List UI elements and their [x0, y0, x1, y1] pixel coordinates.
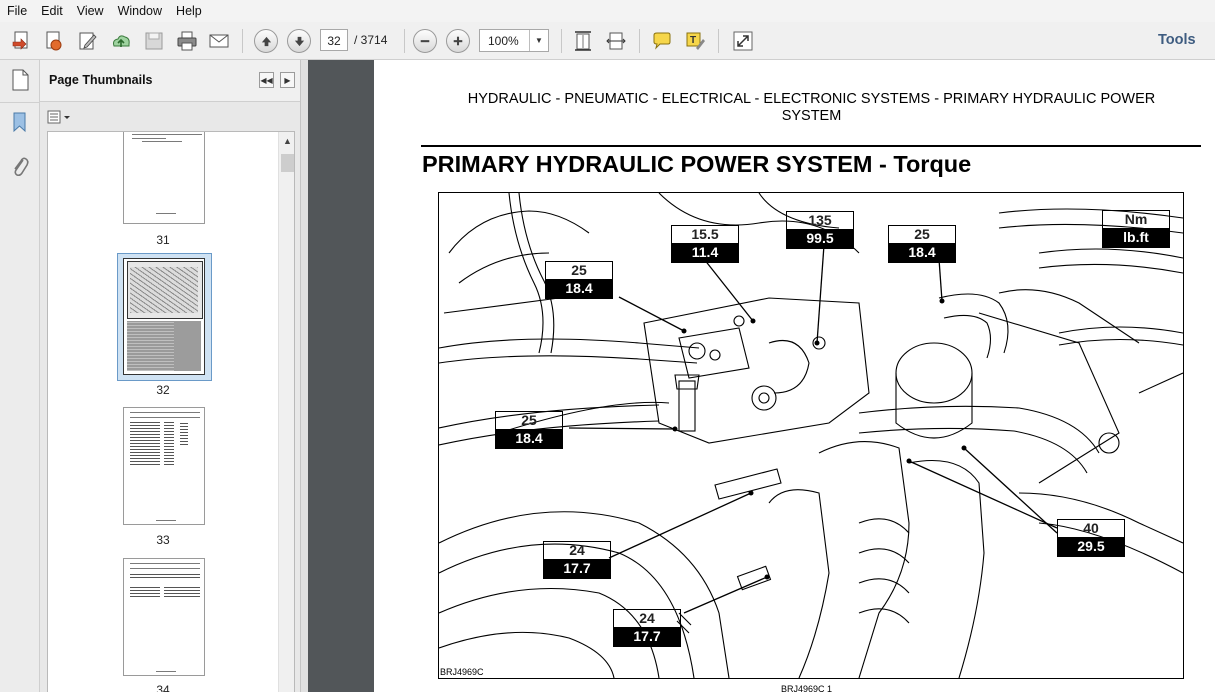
expand-icon[interactable]	[730, 28, 756, 54]
torque-label: 25 18.4	[888, 225, 956, 263]
document-background	[308, 60, 374, 692]
toolbar: 32 / 3714 100% ▼ T Tools	[0, 22, 1215, 60]
torque-nm: 24	[639, 610, 655, 626]
torque-nm: 40	[1083, 520, 1099, 536]
toolbar-separator	[561, 29, 562, 53]
options-menu-button[interactable]	[47, 108, 75, 126]
page-number-input[interactable]: 32	[320, 29, 348, 51]
thumbnail-scrollbar[interactable]: ▲	[278, 132, 294, 692]
torque-label: 24 17.7	[613, 609, 681, 647]
legend-lbft: lb.ft	[1103, 228, 1169, 247]
toolbar-separator	[404, 29, 405, 53]
edit-icon[interactable]	[75, 28, 101, 54]
torque-nm: 135	[808, 212, 832, 228]
tools-link[interactable]: Tools	[1158, 32, 1196, 48]
pdf-page: HYDRAULIC - PNEUMATIC - ELECTRICAL - ELE…	[374, 60, 1215, 694]
comment-icon[interactable]	[649, 28, 675, 54]
toolbar-separator	[242, 29, 243, 53]
thumbnail-page-31[interactable]	[123, 132, 205, 224]
thumbnails-panel: Page Thumbnails ◀◀ ▶ 31 32	[40, 60, 300, 692]
page-total: / 3714	[354, 33, 388, 47]
next-page-icon[interactable]	[287, 29, 311, 53]
menu-file[interactable]: File	[7, 4, 28, 18]
torque-lbft: 18.4	[889, 243, 955, 262]
page-header: HYDRAULIC - PNEUMATIC - ELECTRICAL - ELE…	[467, 91, 1156, 124]
thumbnail-list[interactable]: 31 32 33 34	[47, 131, 295, 692]
torque-label: 15.5 11.4	[671, 225, 739, 263]
menu-view[interactable]: View	[76, 4, 104, 18]
thumbnail-page-32[interactable]	[123, 258, 205, 375]
torque-label: 135 99.5	[786, 211, 854, 249]
thumbnail-label: 31	[156, 233, 170, 247]
torque-nm: 24	[569, 542, 585, 558]
save-icon[interactable]	[141, 28, 167, 54]
page-footer: BRJ4969C 1	[781, 684, 833, 694]
zoom-out-icon[interactable]	[413, 29, 437, 53]
menu-window[interactable]: Window	[117, 4, 163, 18]
create-pdf-icon[interactable]	[9, 28, 35, 54]
torque-lbft: 29.5	[1058, 537, 1124, 556]
menu-edit[interactable]: Edit	[41, 4, 63, 18]
torque-lbft: 17.7	[614, 627, 680, 646]
thumbnail-label: 32	[156, 383, 170, 397]
thumbnail-label: 34	[156, 683, 170, 692]
torque-nm: 25	[914, 226, 930, 242]
highlight-icon[interactable]: T	[682, 28, 708, 54]
page-title: PRIMARY HYDRAULIC POWER SYSTEM - Torque	[422, 151, 972, 177]
fit-width-icon[interactable]	[603, 28, 629, 54]
torque-label: 25 18.4	[495, 411, 563, 449]
svg-text:T: T	[690, 35, 696, 46]
torque-lbft: 11.4	[672, 243, 738, 262]
fit-page-icon[interactable]	[570, 28, 596, 54]
torque-diagram: Nm lb.ft 15.5 11.4 135 99.5 25 18.4 25 1…	[438, 192, 1184, 679]
scrollbar-thumb[interactable]	[281, 154, 294, 172]
expand-panel-icon[interactable]: ▶	[280, 72, 295, 88]
engine-line-drawing	[439, 193, 1183, 678]
figure-id: BRJ4969C	[440, 667, 484, 677]
torque-nm: 15.5	[691, 226, 719, 242]
thumbnail-label: 33	[156, 533, 170, 547]
torque-lbft: 17.7	[544, 559, 610, 578]
torque-label: 24 17.7	[543, 541, 611, 579]
toolbar-separator	[718, 29, 719, 53]
torque-lbft: 18.4	[546, 279, 612, 298]
torque-nm: 25	[571, 262, 587, 278]
print-icon[interactable]	[174, 28, 200, 54]
legend-nm: Nm	[1124, 211, 1148, 227]
toolbar-separator	[639, 29, 640, 53]
header-rule	[421, 145, 1201, 147]
collapse-panel-icon[interactable]: ◀◀	[259, 72, 274, 88]
menu-bar: File Edit View Window Help	[0, 0, 1215, 22]
panel-splitter[interactable]	[300, 60, 308, 692]
email-icon[interactable]	[206, 28, 232, 54]
menu-help[interactable]: Help	[176, 4, 202, 18]
scroll-up-icon[interactable]: ▲	[283, 136, 292, 146]
zoom-select[interactable]: 100% ▼	[479, 29, 549, 52]
page-thumbnails-icon[interactable]	[9, 68, 31, 92]
torque-label: 40 29.5	[1057, 519, 1125, 557]
thumbnail-page-33[interactable]	[123, 407, 205, 525]
panel-header: Page Thumbnails ◀◀ ▶	[40, 60, 300, 102]
zoom-value: 100%	[488, 34, 519, 48]
torque-lbft: 18.4	[496, 429, 562, 448]
torque-lbft: 99.5	[787, 229, 853, 248]
unit-legend: Nm lb.ft	[1102, 210, 1170, 248]
torque-nm: 25	[521, 412, 537, 428]
zoom-in-icon[interactable]	[446, 29, 470, 53]
upload-icon[interactable]	[108, 28, 134, 54]
torque-label: 25 18.4	[545, 261, 613, 299]
panel-title: Page Thumbnails	[49, 73, 153, 87]
thumbnail-page-34[interactable]	[123, 558, 205, 676]
attachment-icon[interactable]	[9, 154, 31, 180]
chevron-down-icon[interactable]: ▼	[529, 30, 548, 51]
navigation-rail	[0, 60, 40, 692]
bookmark-icon[interactable]	[9, 110, 31, 134]
prev-page-icon[interactable]	[254, 29, 278, 53]
open-icon[interactable]	[41, 28, 67, 54]
